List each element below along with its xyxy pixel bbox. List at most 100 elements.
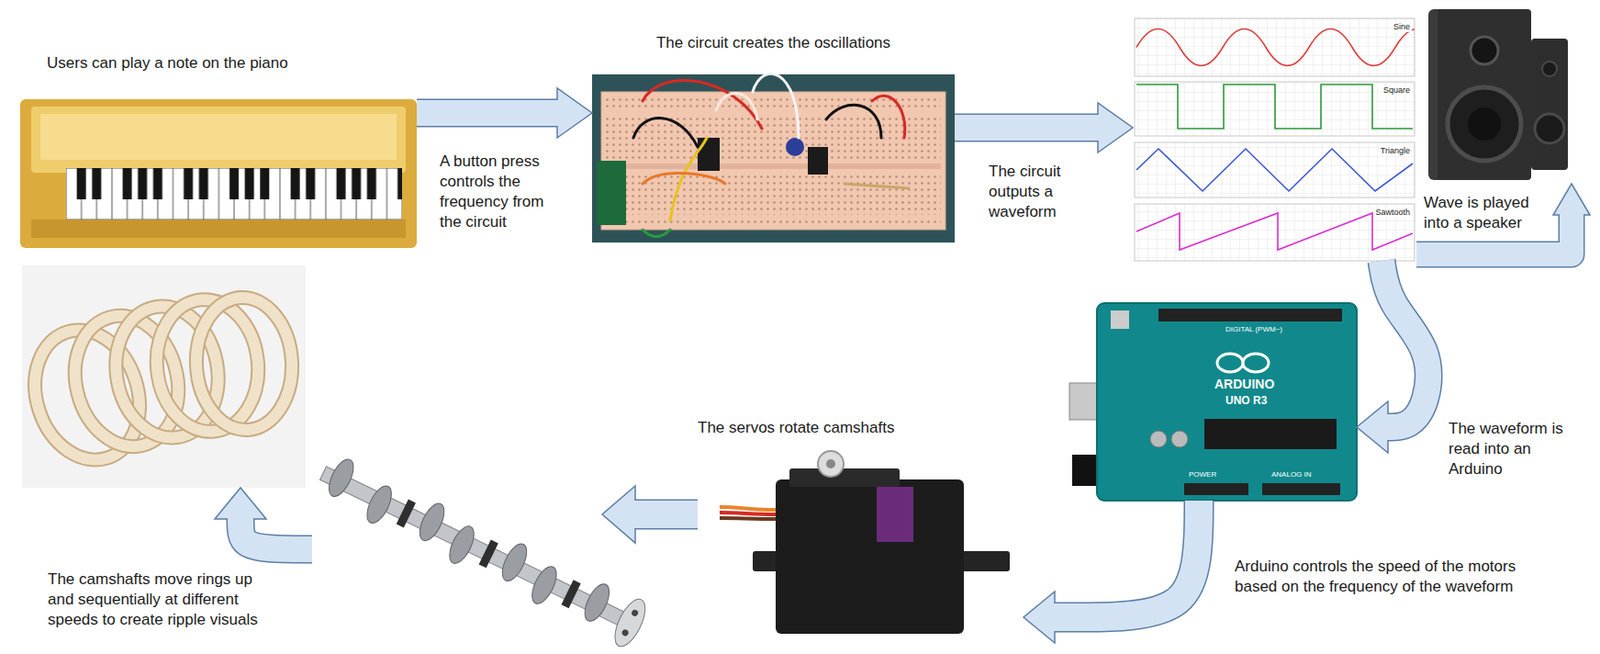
servo-picture [719, 517, 776, 519]
arrow-body [1096, 114, 1102, 141]
arrow-body [1384, 413, 1389, 440]
text-slot: Sine [1391, 22, 1412, 33]
breadboard-photo [592, 73, 955, 243]
camshaft-picture [396, 499, 416, 528]
camshaft-picture [608, 594, 651, 651]
stage-caption: Users can play a note on the piano [46, 53, 396, 74]
arrow-head [1356, 401, 1388, 453]
camshaft-stage [312, 454, 603, 652]
breadboard-photo [605, 172, 941, 215]
arrow-label: The waveform is read into an Arduino [1448, 418, 1578, 480]
arrow-body [1381, 260, 1429, 427]
breadboard-photo [605, 163, 941, 169]
servo-picture [719, 512, 776, 515]
text-slot: The servos rotate camshafts [697, 417, 937, 438]
text-slot: The waveform is read into an Arduino [1448, 418, 1578, 480]
speaker-picture [1470, 36, 1499, 65]
arrow-body [1054, 500, 1199, 617]
piano-picture [66, 167, 403, 220]
breadboard-photo [633, 73, 909, 236]
block-arrow [214, 487, 313, 549]
speaker-picture [1428, 9, 1568, 180]
waveform-chart: SineSquareTriangleSawtooth [1132, 18, 1417, 261]
breadboard-photo [844, 183, 909, 189]
waveform-chart [1134, 18, 1415, 77]
waveform-chart [1134, 203, 1415, 261]
speaker-picture [1437, 9, 1532, 180]
camshaft-picture [312, 449, 652, 651]
arrow-body [416, 100, 558, 126]
arrow-head [1097, 102, 1133, 153]
waveform-chart [1136, 148, 1413, 191]
breadboard-photo [642, 172, 726, 184]
block-arrow [1356, 260, 1429, 453]
camshaft-picture [497, 539, 532, 584]
camshaft-picture [560, 579, 581, 608]
stage-caption: The circuit creates the oscillations [592, 33, 955, 54]
breadboard-photo [697, 137, 720, 171]
breadboard-photo [633, 118, 698, 147]
camshaft-picture [319, 466, 636, 631]
breadboard-photo [601, 91, 946, 230]
text-slot: The circuit outputs a waveform [988, 161, 1085, 223]
arrow-head [214, 487, 267, 519]
breadboard-photo [807, 146, 828, 175]
arduino-board [1262, 482, 1341, 495]
arduino-board [1150, 430, 1167, 448]
stage-caption: The servos rotate camshafts [697, 417, 937, 438]
arduino-board [1158, 308, 1343, 322]
rings-picture [192, 294, 295, 432]
camshaft-picture [414, 499, 449, 544]
circuit-stage: The circuit creates the oscillations [592, 33, 955, 243]
text-slot: Users can play a note on the piano [46, 53, 396, 74]
camshaft-picture [324, 455, 359, 500]
arduino-board [1171, 430, 1188, 448]
breadboard-photo [642, 79, 762, 129]
piano-picture [31, 219, 406, 238]
camshaft-picture [620, 627, 629, 637]
arrow-outline [954, 113, 1098, 143]
piano-picture [40, 113, 397, 160]
arduino-stage: DIGITAL (PWM~)ARDUINOUNO R3POWERANALOG I… [1096, 302, 1357, 501]
arrow-body [631, 500, 637, 528]
wave-name: Sawtooth [1373, 207, 1412, 218]
camshaft-picture [479, 538, 499, 568]
breadboard-photo [785, 137, 805, 157]
arrow-body [1559, 211, 1584, 216]
board-print: ANALOG IN [1271, 469, 1312, 480]
text-slot: Square [1381, 85, 1412, 96]
arrow-body [1051, 603, 1056, 631]
waveform-chart [1134, 18, 1439, 261]
breadboard-photo [670, 137, 707, 221]
stage-caption: The camshafts move rings up and sequenti… [47, 569, 278, 630]
servo-picture [719, 506, 776, 510]
arrow-label: The circuit outputs a waveform [988, 161, 1085, 223]
piano-stage: Users can play a note on the piano [20, 53, 417, 250]
breadboard-photo [596, 160, 627, 225]
servo-picture [817, 450, 844, 477]
arrow-head [557, 88, 593, 138]
arduino-board [1204, 418, 1337, 449]
block-arrow [1416, 183, 1590, 255]
arduino-board [1217, 353, 1243, 372]
arrow-outline [1054, 500, 1199, 617]
text-slot: ARDUINO [1214, 376, 1275, 392]
arrow-body [240, 518, 313, 549]
breadboard-photo [642, 229, 671, 237]
camshaft-picture [526, 562, 561, 607]
piano-picture [66, 167, 403, 220]
text-slot: The circuit creates the oscillations [592, 33, 955, 54]
rings-picture [192, 294, 295, 432]
text-slot: POWER [1188, 469, 1217, 480]
board-print: POWER [1188, 469, 1217, 480]
text-slot: Triangle [1378, 145, 1412, 157]
arduino-board [1069, 302, 1357, 501]
rings-picture [18, 265, 306, 488]
waveform-chart [1136, 84, 1413, 129]
arrow-body [954, 114, 1098, 141]
breadboard-photo [605, 217, 941, 227]
waveform-chart [1134, 142, 1415, 198]
camshaft-picture [362, 481, 397, 526]
arduino-board [1242, 353, 1269, 372]
